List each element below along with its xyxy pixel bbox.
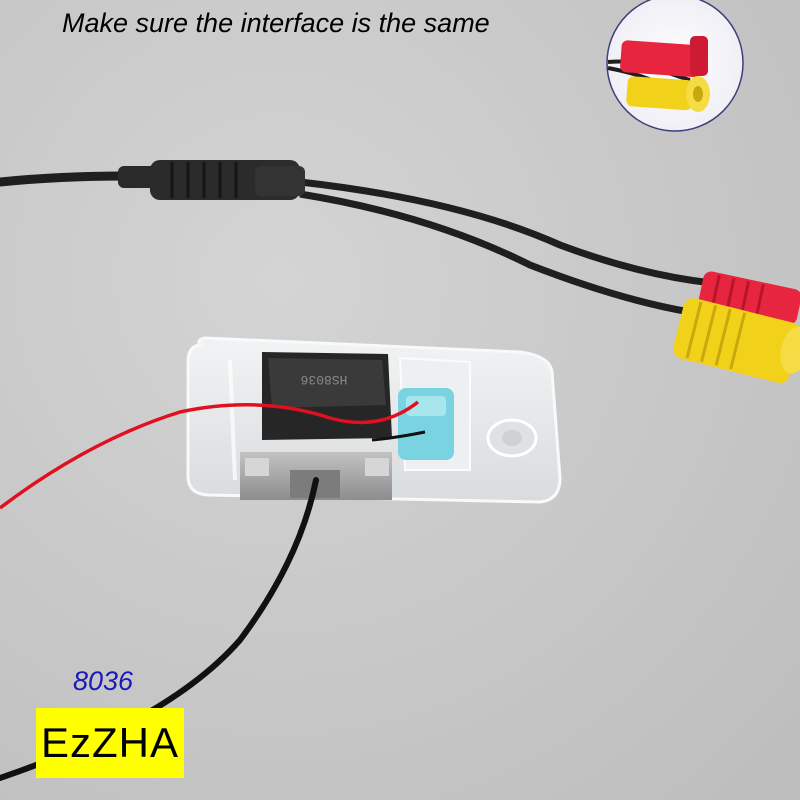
brand-label: EzZHA (40, 719, 179, 766)
red-power-wire (0, 400, 420, 510)
rca-red-plug-icon (699, 271, 800, 325)
split-cable-lower (299, 190, 691, 316)
rca-connector-inset-icon (606, 0, 744, 132)
black-ground-wire (371, 430, 426, 442)
headline-text: Make sure the interface is the same (62, 8, 490, 38)
brand-badge: EzZHA (36, 708, 184, 778)
model-number: 8036 (73, 666, 134, 696)
inline-connector (118, 160, 305, 200)
split-cable-upper (299, 178, 713, 287)
blue-tape (398, 388, 454, 460)
main-cable (0, 171, 130, 187)
rca-yellow-plug-icon (673, 298, 800, 384)
module-label: HS8036 (301, 372, 348, 387)
camera-module: HS8036 (262, 352, 392, 440)
